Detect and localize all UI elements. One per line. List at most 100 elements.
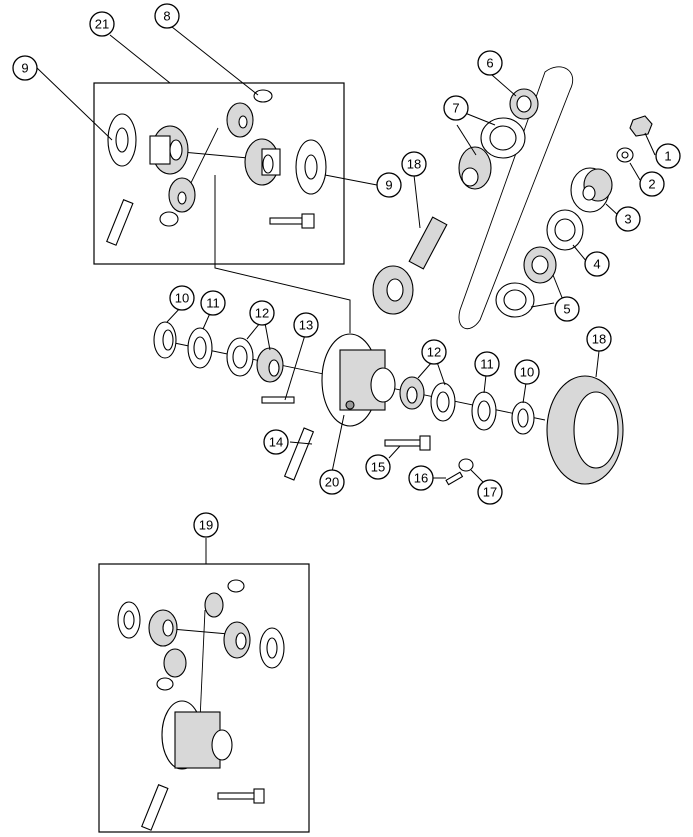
svg-text:18: 18 <box>407 157 421 172</box>
callout-2: 2 <box>639 171 665 197</box>
kit-bolt <box>217 788 265 804</box>
callout-12-left: 12 <box>249 300 275 326</box>
ring-gear-bolt <box>384 435 431 451</box>
svg-text:8: 8 <box>163 9 170 24</box>
svg-text:3: 3 <box>624 212 631 227</box>
shim-bearing-left <box>187 327 213 369</box>
svg-text:11: 11 <box>480 357 494 372</box>
callout-9-right: 9 <box>376 172 402 198</box>
drive-pinion-gear <box>372 216 448 315</box>
pinion-washer-bottom <box>159 211 179 227</box>
svg-text:18: 18 <box>592 332 606 347</box>
callout-12-right: 12 <box>421 339 447 365</box>
companion-flange <box>570 167 613 213</box>
pinion-bearing-bracket <box>458 66 573 330</box>
lock-bolt-kit <box>269 213 315 229</box>
svg-text:21: 21 <box>95 17 109 32</box>
front-pinion-bearing <box>523 246 557 284</box>
cross-shaft-bolt <box>261 396 295 404</box>
bearing-cup-left <box>153 321 177 359</box>
kit-washer-top <box>227 579 245 593</box>
callout-10-left: 10 <box>169 285 195 311</box>
callout-20: 20 <box>319 469 345 495</box>
kit-side-gear-left <box>148 609 178 647</box>
kit-pinion-bottom <box>163 648 187 678</box>
kit-pinion-shaft <box>141 784 169 831</box>
callout-4: 4 <box>584 251 610 277</box>
svg-text:15: 15 <box>371 460 385 475</box>
svg-text:5: 5 <box>563 302 570 317</box>
callout-17: 17 <box>477 479 503 505</box>
svg-text:10: 10 <box>175 291 189 306</box>
differential-case <box>321 333 396 427</box>
svg-text:6: 6 <box>486 56 493 71</box>
callout-3: 3 <box>615 206 641 232</box>
kit-washer-left <box>117 601 141 639</box>
kit-washer-bottom <box>156 677 174 691</box>
pinion-bearing-small <box>509 88 539 120</box>
kit-washer-right <box>259 627 285 669</box>
bearing-cup-right <box>511 401 535 435</box>
side-bearing-right <box>399 376 425 410</box>
gear-kit-box-21 <box>93 82 345 265</box>
callout-7: 7 <box>443 95 469 121</box>
pinion-bearing-tapered <box>458 146 492 190</box>
svg-text:12: 12 <box>427 345 441 360</box>
pinion-washer-top <box>253 89 273 103</box>
svg-text:11: 11 <box>206 296 220 311</box>
callout-11-left: 11 <box>200 290 226 316</box>
callout-14: 14 <box>263 429 289 455</box>
bearing-cup-outer <box>480 117 526 159</box>
svg-text:16: 16 <box>414 471 428 486</box>
exciter-bolt <box>445 471 464 486</box>
exciter-ring-clip <box>458 458 474 472</box>
thrust-washer-left <box>107 113 137 167</box>
pinion-gear-top <box>226 102 254 138</box>
pinion-nut <box>629 115 653 137</box>
callout-19: 19 <box>193 512 219 538</box>
shim-bearing-right <box>471 391 497 431</box>
svg-text:9: 9 <box>385 178 392 193</box>
svg-text:4: 4 <box>593 257 600 272</box>
callout-18-ring: 18 <box>586 326 612 352</box>
side-gear-right <box>244 138 281 186</box>
callout-15: 15 <box>365 454 391 480</box>
side-bearing-left <box>256 347 284 383</box>
kit-side-gear-right <box>223 621 251 659</box>
svg-text:14: 14 <box>269 435 283 450</box>
callout-10-right: 10 <box>514 359 540 385</box>
front-bearing-cup <box>495 282 535 318</box>
pinion-shaft-kit <box>106 199 134 246</box>
svg-text:17: 17 <box>483 485 497 500</box>
svg-text:9: 9 <box>21 61 28 76</box>
callout-21: 21 <box>89 11 115 37</box>
pinion-gear-bottom <box>168 177 196 213</box>
callout-11-right: 11 <box>474 351 500 377</box>
side-gear-left <box>149 125 189 175</box>
svg-text:20: 20 <box>325 475 339 490</box>
callout-6: 6 <box>477 50 503 76</box>
callout-16: 16 <box>408 465 434 491</box>
kit-pinion-top <box>204 592 224 618</box>
callout-13: 13 <box>293 312 319 338</box>
bearing-race-left <box>226 337 254 377</box>
svg-text:19: 19 <box>199 518 213 533</box>
callout-1: 1 <box>655 143 681 169</box>
svg-text:13: 13 <box>299 318 313 333</box>
svg-text:12: 12 <box>255 306 269 321</box>
pinion-washer <box>616 147 634 163</box>
gear-kit-box-19 <box>98 563 310 833</box>
callout-5: 5 <box>554 296 580 322</box>
svg-text:7: 7 <box>452 101 459 116</box>
bearing-race-right <box>430 382 456 422</box>
svg-text:1: 1 <box>664 149 671 164</box>
pinion-shaft <box>283 427 315 481</box>
kit-differential-case <box>161 700 233 770</box>
svg-text:10: 10 <box>520 365 534 380</box>
pinion-seal <box>546 209 584 251</box>
thrust-washer-right <box>295 139 327 195</box>
svg-text:2: 2 <box>648 177 655 192</box>
callout-18-pinion: 18 <box>401 151 427 177</box>
callout-9-left: 9 <box>12 55 38 81</box>
